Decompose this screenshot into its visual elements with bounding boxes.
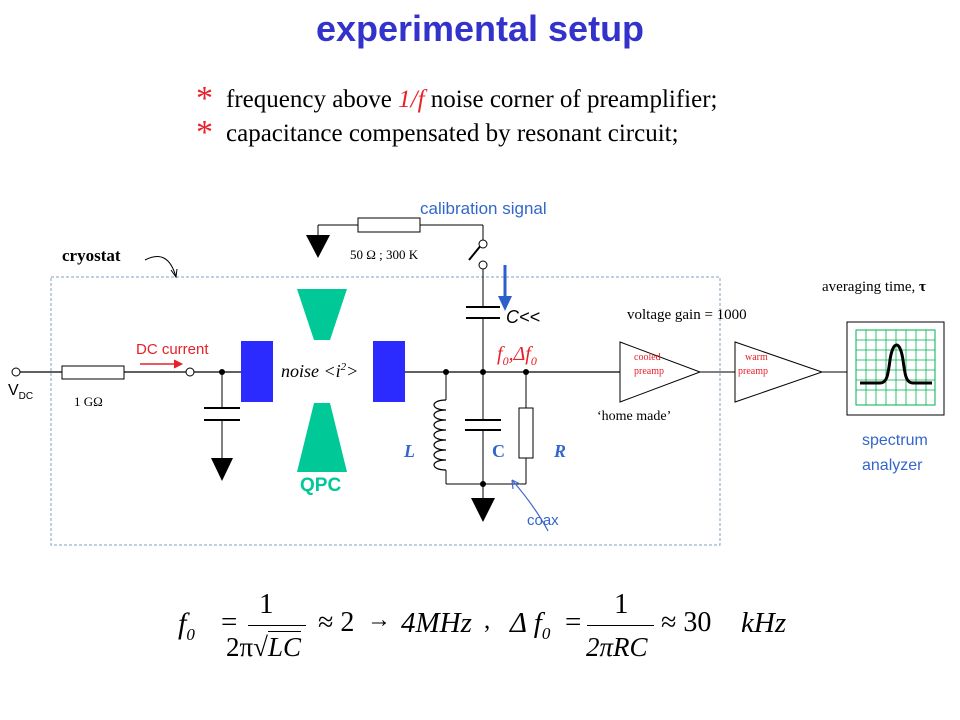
noise-text: noise <i (281, 361, 341, 381)
small-capacitance-label: C<< (506, 307, 541, 327)
vdc-letter: V (8, 382, 19, 399)
analyzer-label: analyzer (862, 457, 923, 474)
switch-terminal (478, 239, 488, 249)
qpc-gate-bottom (297, 403, 347, 472)
f0-letter: f (497, 343, 503, 365)
formula-df-lhs: Δ f0 (510, 607, 550, 644)
cooled-preamp-label-2: preamp (634, 366, 664, 377)
formula-eq1: = (221, 606, 238, 638)
warm-preamp-label-2: preamp (738, 366, 768, 377)
cryostat-pointer (144, 256, 177, 278)
noise-close: > (346, 361, 359, 381)
qpc-label: QPC (300, 475, 342, 496)
coax-pointer (511, 479, 549, 532)
page-title: experimental setup (315, 8, 645, 49)
home-made-label: ‘home made’ (597, 409, 672, 424)
f0-lhs-letter: f (178, 607, 187, 640)
bullet-2: * capacitance compensated by resonant ci… (196, 114, 679, 151)
formula-result1: 4MHz (401, 607, 472, 639)
f0-subscript: 0 (502, 354, 509, 368)
noise-label-bg (273, 356, 373, 387)
df-lhs-letter: Δ f (510, 607, 542, 639)
vdc-subscript: DC (18, 391, 34, 403)
formula-num1: 1 (259, 588, 274, 620)
contact-right (373, 341, 405, 402)
cooled-preamp-symbol (619, 341, 702, 403)
capacitor-label: C (492, 441, 505, 461)
formula-eq2: = (565, 606, 582, 638)
resistor-1g-label: 1 GΩ (74, 394, 103, 409)
delta-f0-subscript: 0 (530, 354, 537, 368)
bullet-1-emphasis: 1/f (398, 86, 425, 113)
resistor-50-ohm (357, 217, 421, 233)
tau-symbol: τ (919, 279, 926, 295)
calibration-arrowhead (498, 296, 512, 311)
inductor-coil (433, 399, 447, 471)
formula-result2: kHz (741, 607, 787, 639)
formula-num2: 1 (614, 588, 629, 620)
formula-arrow: → (367, 607, 391, 633)
delta-f0-letter: Δf (513, 343, 531, 365)
formula-comma: , (484, 607, 491, 634)
calibration-signal-label: calibration signal (420, 199, 547, 218)
dc-current-arrowhead (173, 359, 184, 369)
bullet-star: * (196, 80, 213, 117)
cooled-preamp-label: cooled (634, 352, 661, 363)
formula-f0-lhs: f0 (178, 607, 195, 645)
warm-preamp-label: warm (745, 352, 768, 363)
den1-radicand: LC (267, 631, 301, 662)
resistor-1g (61, 365, 125, 380)
ground-symbol (471, 498, 495, 522)
inductor-label: L (404, 441, 415, 461)
formula-den2: 2πRC (586, 632, 648, 662)
vdc-terminal (11, 367, 21, 377)
formula-den1: 2π√LC (226, 631, 301, 662)
f0-separator: , (508, 343, 514, 365)
den1-prefix: 2π (226, 632, 254, 662)
formula-approx1: ≈ 2 (318, 607, 355, 638)
cryostat-label: cryostat (62, 246, 121, 265)
resistor-label: R (554, 441, 567, 461)
ground-symbol (306, 235, 330, 258)
resonance-frequency-label: f0,Δf0 (497, 343, 537, 369)
resonance-peak-trace (860, 343, 932, 385)
noise-label: noise <i2> (281, 361, 358, 382)
dc-current-label: DC current (136, 341, 209, 358)
contact-left (241, 341, 273, 402)
voltage-gain-label: voltage gain = 1000 (627, 307, 747, 323)
bullet-1: * frequency above 1/f noise corner of pr… (196, 80, 718, 117)
formula-fraction-bar-1 (248, 625, 306, 626)
spectrum-grid (856, 330, 935, 405)
cryostat-pointer-head (170, 268, 178, 279)
dc-current-terminal (185, 367, 195, 377)
bullet-star: * (196, 114, 213, 151)
vdc-label: VDC (8, 382, 33, 402)
resistor-50-ohm-label: 50 Ω ; 300 K (350, 247, 419, 262)
bullet-1-pre: frequency above (226, 86, 392, 113)
switch-terminal (478, 260, 488, 270)
cryostat-border (50, 276, 721, 546)
spectrum-label: spectrum (862, 432, 928, 449)
spectrum-screen (855, 329, 936, 406)
bullet-2-text: capacitance compensated by resonant circ… (226, 120, 679, 147)
formula-approx2: ≈ 30 (661, 607, 712, 638)
noise-superscript: 2 (340, 361, 347, 373)
coax-pointer-head (511, 479, 521, 490)
coax-label: coax (527, 512, 559, 529)
warm-preamp-symbol (734, 341, 824, 403)
f0-lhs-subscript: 0 (186, 625, 195, 644)
resistor-r (518, 407, 534, 459)
formula-fraction-bar-2 (587, 625, 654, 626)
ground-symbol (211, 458, 233, 481)
averaging-time-label: averaging time, τ (822, 279, 926, 296)
bullet-1-post: noise corner of preamplifier; (430, 86, 718, 113)
qpc-gate-top (297, 289, 347, 340)
averaging-time-text: averaging time, (822, 279, 916, 295)
df-lhs-subscript: 0 (541, 623, 551, 643)
